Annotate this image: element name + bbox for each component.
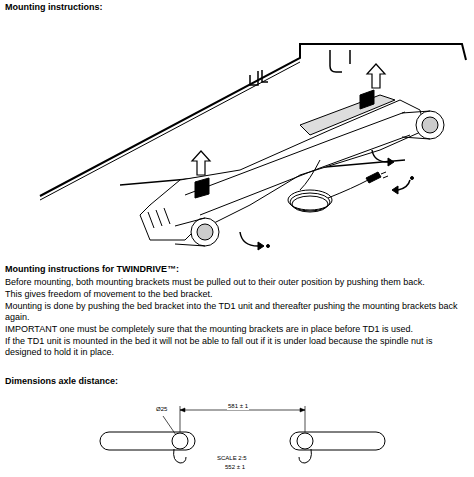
page-heading: Mounting instructions: bbox=[5, 2, 102, 13]
instruction-line: Mounting is done by pushing the bed brac… bbox=[5, 301, 469, 323]
section-heading: Mounting instructions for TWINDRIVE™: bbox=[5, 264, 469, 275]
instruction-line: This gives freedom of movement to the be… bbox=[5, 289, 469, 300]
axle-distance-dimension: 552 ± 1 bbox=[224, 464, 246, 471]
instruction-line: Before mounting, both mounting brackets … bbox=[5, 277, 469, 288]
diameter-dimension: Ø25 bbox=[155, 406, 168, 413]
instruction-text: Mounting instructions for TWINDRIVE™: Bef… bbox=[5, 264, 469, 359]
scale-note: SCALE 2:5 bbox=[216, 455, 248, 462]
instruction-line: If the TD1 unit is mounted in the bed it… bbox=[5, 336, 469, 358]
axle-distance-dimension: 581 ± 1 bbox=[227, 403, 249, 410]
section-heading: Dimensions axle distance: bbox=[5, 376, 118, 387]
instruction-line: IMPORTANT one must be completely sure th… bbox=[5, 324, 469, 335]
